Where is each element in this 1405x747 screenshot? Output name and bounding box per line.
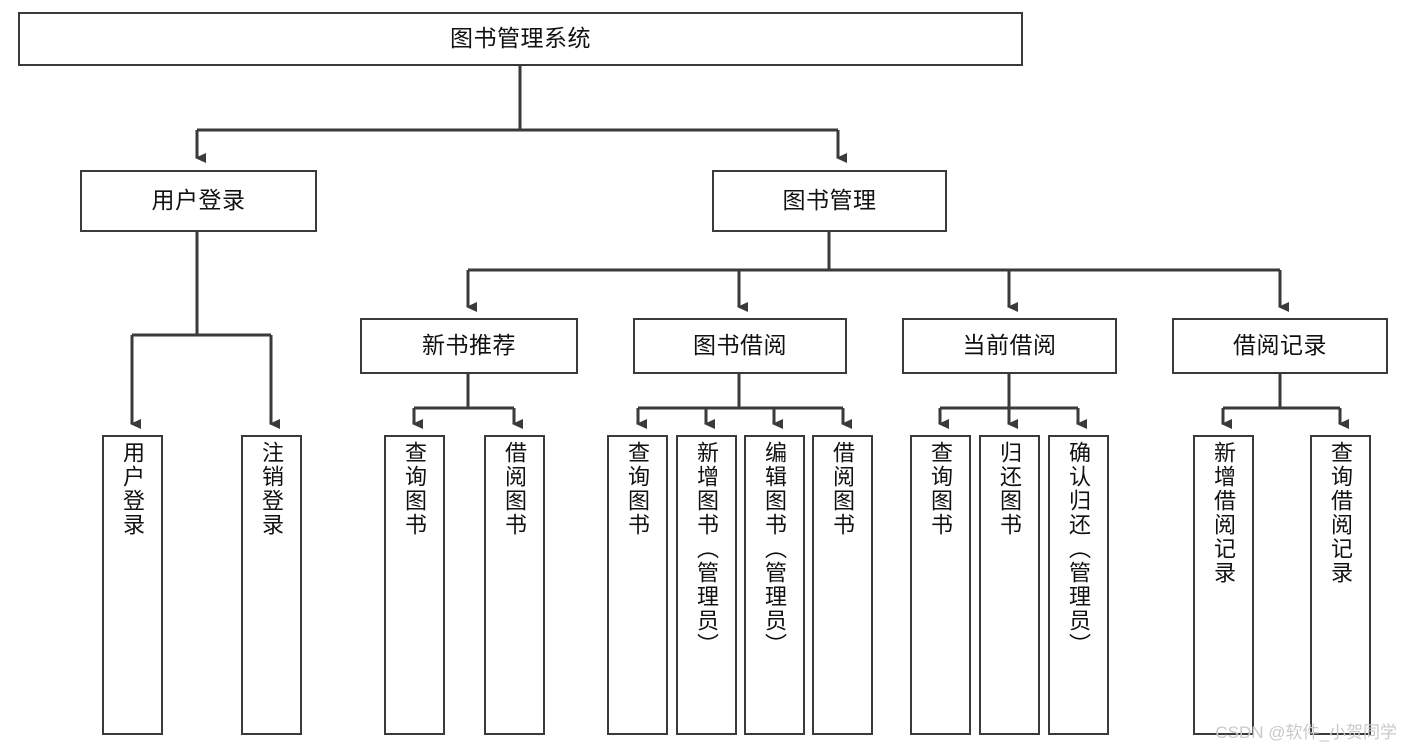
node-current-borrow[interactable]: 当前借阅 <box>902 318 1117 374</box>
node-label: 编辑图书（管理员） <box>762 441 788 657</box>
leaf-edit-book-admin[interactable]: 编辑图书（管理员） <box>744 435 805 735</box>
leaf-query-book-borrow[interactable]: 查询图书 <box>607 435 668 735</box>
leaf-query-borrow-record[interactable]: 查询借阅记录 <box>1310 435 1371 735</box>
node-label: 借阅记录 <box>1233 332 1327 359</box>
node-new-book-recommend[interactable]: 新书推荐 <box>360 318 578 374</box>
csdn-watermark: CSDN @软件_小贺同学 <box>1215 723 1397 742</box>
node-label: 用户登录 <box>151 187 246 214</box>
node-label: 归还图书 <box>997 441 1023 537</box>
node-label: 借阅图书 <box>502 441 528 537</box>
leaf-borrow-book[interactable]: 借阅图书 <box>812 435 873 735</box>
node-label: 用户登录 <box>120 441 146 537</box>
node-user-login[interactable]: 用户登录 <box>80 170 317 232</box>
leaf-confirm-return-admin[interactable]: 确认归还（管理员） <box>1048 435 1109 735</box>
node-borrow-record[interactable]: 借阅记录 <box>1172 318 1388 374</box>
node-label: 查询借阅记录 <box>1328 441 1354 585</box>
node-label: 图书管理 <box>782 187 877 214</box>
leaf-query-book-recommend[interactable]: 查询图书 <box>384 435 445 735</box>
node-label: 注销登录 <box>259 441 285 537</box>
node-book-borrow[interactable]: 图书借阅 <box>633 318 847 374</box>
leaf-add-borrow-record[interactable]: 新增借阅记录 <box>1193 435 1254 735</box>
leaf-borrow-book-recommend[interactable]: 借阅图书 <box>484 435 545 735</box>
leaf-logout[interactable]: 注销登录 <box>241 435 302 735</box>
node-label: 查询图书 <box>928 441 954 537</box>
node-label: 查询图书 <box>625 441 651 537</box>
node-label: 图书管理系统 <box>450 25 591 52</box>
leaf-add-book-admin[interactable]: 新增图书（管理员） <box>676 435 737 735</box>
leaf-user-login[interactable]: 用户登录 <box>102 435 163 735</box>
node-label: 当前借阅 <box>962 332 1057 359</box>
node-label: 新增借阅记录 <box>1211 441 1237 585</box>
node-label: 确认归还（管理员） <box>1066 441 1092 657</box>
node-label: 借阅图书 <box>830 441 856 537</box>
leaf-query-book-current[interactable]: 查询图书 <box>910 435 971 735</box>
leaf-return-book[interactable]: 归还图书 <box>979 435 1040 735</box>
node-label: 查询图书 <box>402 441 428 537</box>
node-label: 新增图书（管理员） <box>694 441 720 657</box>
node-root-system[interactable]: 图书管理系统 <box>18 12 1023 66</box>
node-label: 新书推荐 <box>422 332 516 359</box>
node-label: 图书借阅 <box>693 332 787 359</box>
node-book-management[interactable]: 图书管理 <box>712 170 947 232</box>
